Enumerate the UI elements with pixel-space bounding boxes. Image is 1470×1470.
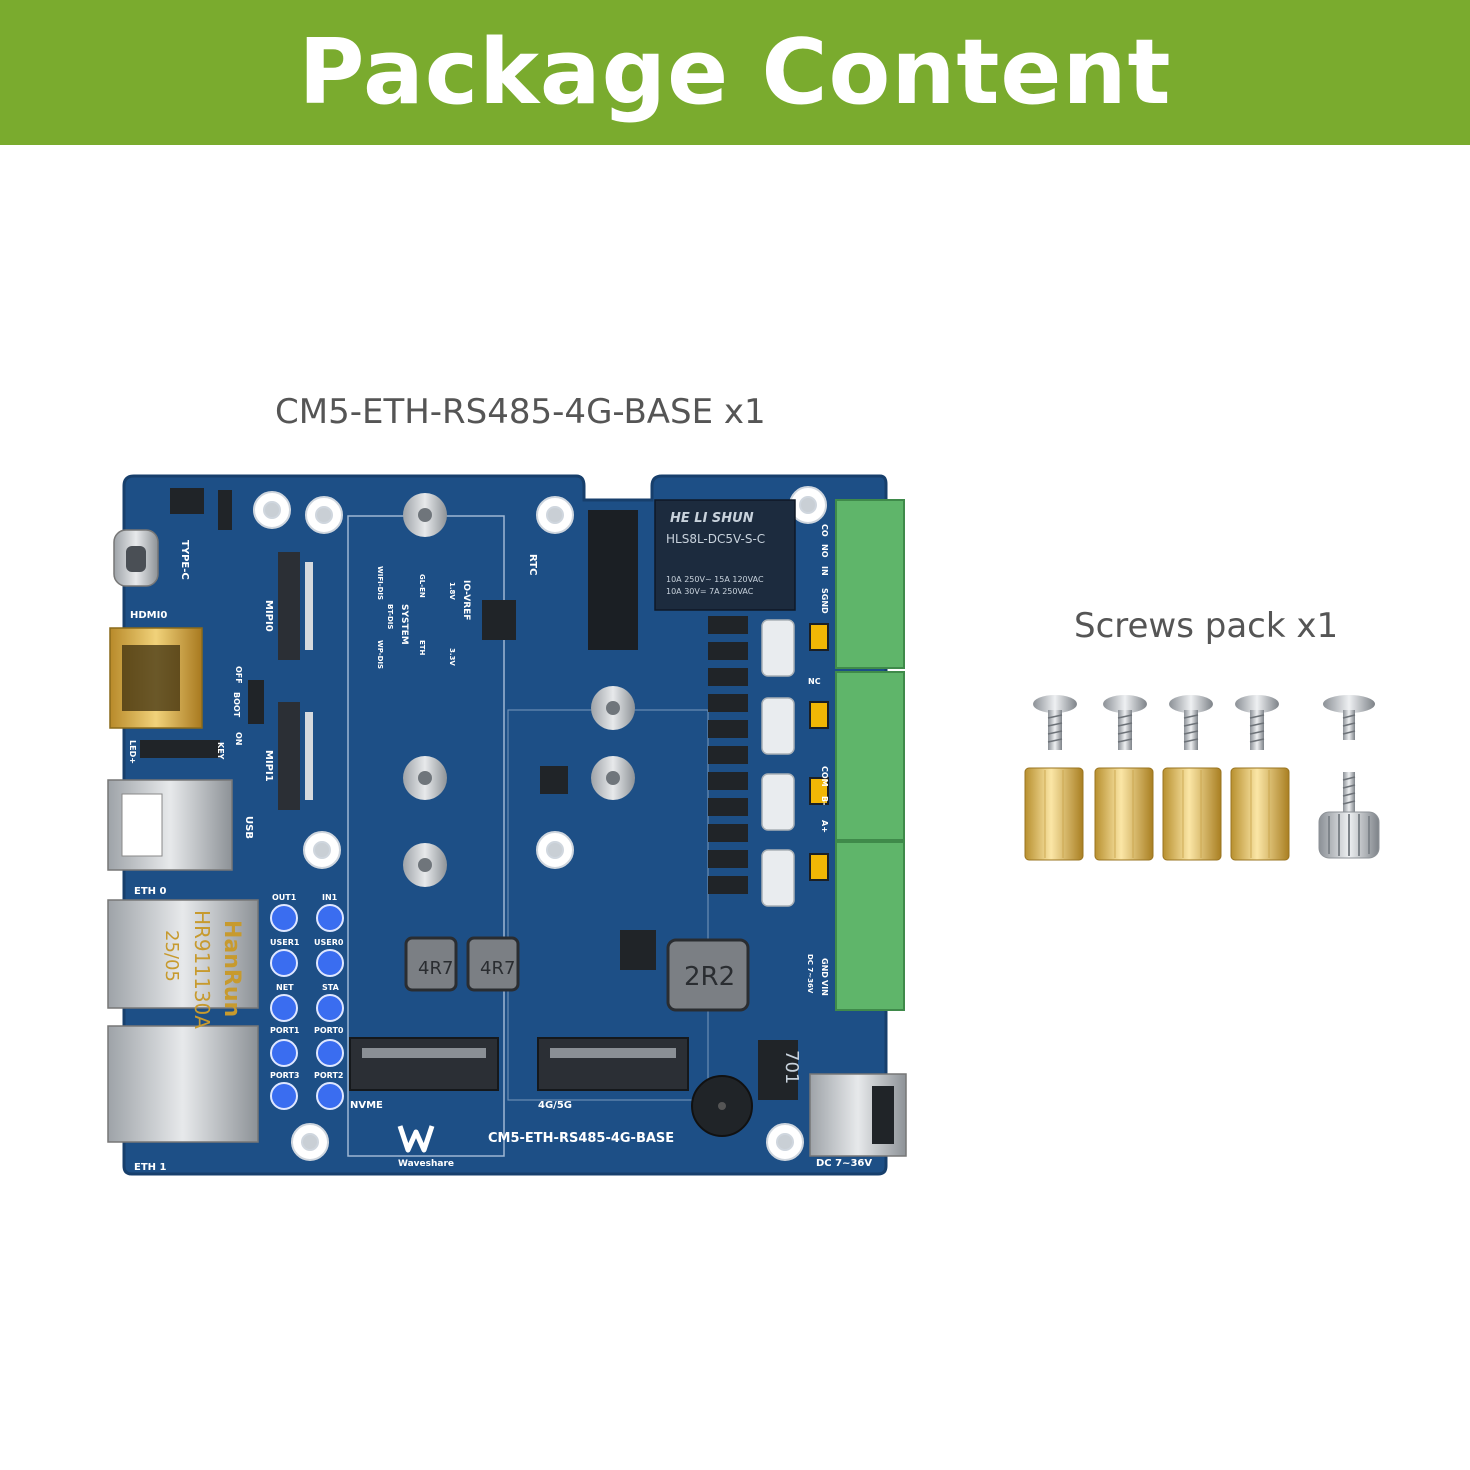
- brass-standoff-1: [1024, 767, 1084, 861]
- silk-mipi0: MIPI0: [263, 600, 274, 632]
- silk-com: COM: [820, 766, 829, 787]
- silk-nc: NC: [808, 677, 821, 686]
- silk-usb: USB: [243, 816, 254, 839]
- silk-sgnd: SGND: [820, 588, 829, 614]
- silk-port2: PORT2: [314, 1071, 344, 1080]
- silk-type-c: TYPE-C: [179, 540, 190, 580]
- silk-dc: DC 7~36V: [816, 1158, 872, 1169]
- board-item-label: CM5-ETH-RS485-4G-BASE x1: [275, 392, 766, 432]
- silk-out1: OUT1: [272, 893, 297, 902]
- status-leds: [270, 904, 344, 1110]
- screw-4: [1235, 695, 1279, 750]
- silk-rtc: RTC: [527, 554, 538, 575]
- screws-image: [1015, 688, 1395, 868]
- eth-jack-model: HR911130A: [190, 910, 214, 1029]
- silk-port1: PORT1: [270, 1026, 300, 1035]
- inductor-4-label: 701: [781, 1050, 802, 1084]
- silk-boot: BOOT: [232, 692, 241, 718]
- silk-co: CO: [820, 524, 829, 537]
- silk-4g5g: 4G/5G: [538, 1100, 572, 1111]
- silk-wifi-dis: WIFI-DIS: [376, 566, 384, 600]
- silk-vin: VIN: [820, 980, 829, 996]
- standoffs: [403, 493, 635, 887]
- silk-3v3: 3.3V: [448, 648, 456, 666]
- silk-b-minus: B-: [820, 796, 829, 805]
- brand-name: Waveshare: [398, 1159, 454, 1169]
- silk-off: OFF: [234, 666, 243, 684]
- eth1-jack: [107, 1025, 259, 1143]
- page-title: Package Content: [298, 20, 1172, 125]
- eth-jack-date: 25/05: [161, 930, 182, 982]
- screws-item-label: Screws pack x1: [1074, 606, 1339, 646]
- silk-gl-en: GL-EN: [418, 574, 426, 598]
- m2-nvme-slot: [349, 1037, 499, 1091]
- silk-sta: STA: [322, 983, 340, 992]
- waveshare-logo-icon: [397, 1125, 435, 1153]
- inductor-1: [404, 936, 458, 992]
- relay-rating-2: 10A 30V= 7A 250VAC: [666, 587, 754, 596]
- silk-net: NET: [276, 983, 294, 992]
- inductor-2-label: 4R7: [480, 958, 515, 979]
- silk-port0: PORT0: [314, 1026, 344, 1035]
- silk-mipi1: MIPI1: [263, 750, 274, 782]
- silk-io-vref: IO-VREF: [461, 580, 471, 620]
- silk-1v8: 1.8V: [448, 582, 456, 600]
- screw-2: [1103, 695, 1147, 750]
- silk-wp-dis: WP-DIS: [376, 640, 384, 669]
- protection-chips: [708, 616, 748, 894]
- board-image: HanRun HR911130A 25/05 HE LI SHUN HLS8L-…: [100, 470, 920, 1180]
- silk-bt-dis: BT-DIS: [386, 604, 394, 629]
- gdt-tubes: [761, 619, 795, 907]
- silk-no: NO: [820, 544, 829, 558]
- silk-dc-range: DC 7~36V: [806, 954, 814, 994]
- eth0-jack: [107, 899, 259, 1009]
- inductor-1-label: 4R7: [418, 958, 453, 979]
- mipi-connectors: [278, 552, 313, 810]
- mounting-holes: [253, 486, 827, 1161]
- brass-standoff-4: [1230, 767, 1290, 861]
- small-components: [140, 488, 656, 970]
- jumpers: [809, 623, 829, 881]
- silk-user0: USER0: [314, 938, 344, 947]
- silk-user1: USER1: [270, 938, 300, 947]
- eth-jack-brand: HanRun: [219, 920, 244, 1017]
- relay-rating-1: 10A 250V~ 15A 120VAC: [666, 575, 764, 584]
- silk-eth0: ETH 0: [134, 886, 167, 897]
- silk-eth: ETH: [418, 640, 426, 656]
- silk-system: SYSTEM: [399, 604, 409, 645]
- brass-standoff-3: [1162, 767, 1222, 861]
- silk-hdmi: HDMI0: [130, 610, 167, 621]
- inductor-2: [466, 936, 520, 992]
- silk-port3: PORT3: [270, 1071, 300, 1080]
- relay-brand: HE LI SHUN: [670, 511, 754, 526]
- inductor-3-label: 2R2: [684, 962, 735, 992]
- screw-3: [1169, 695, 1213, 750]
- relay-model: HLS8L-DC5V-S-C: [666, 532, 765, 546]
- silk-nvme: NVME: [350, 1100, 383, 1111]
- silk-in1: IN1: [322, 893, 338, 902]
- thumb-screw: [1318, 772, 1380, 859]
- inductor-4: [758, 1040, 798, 1100]
- silk-led: LED+: [128, 740, 137, 764]
- m2-4g-slot: [537, 1037, 689, 1091]
- board-illustration: HanRun HR911130A 25/05 HE LI SHUN HLS8L-…: [107, 474, 907, 1176]
- brass-standoff-2: [1094, 767, 1154, 861]
- silk-in: IN: [820, 566, 829, 576]
- silk-eth1: ETH 1: [134, 1162, 167, 1173]
- inductor-3: [666, 938, 750, 1012]
- screws-illustration: [1024, 695, 1380, 861]
- silk-a-plus: A+: [820, 820, 829, 833]
- silk-on: ON: [234, 732, 243, 746]
- silk-key: KEY: [216, 742, 225, 760]
- relay-black-block: [588, 510, 638, 650]
- title-banner: Package Content: [0, 0, 1470, 145]
- relay: [654, 499, 796, 611]
- silk-gnd: GND: [820, 958, 829, 978]
- board-silk-name: CM5-ETH-RS485-4G-BASE: [488, 1131, 674, 1146]
- terminal-blocks: [835, 499, 905, 1011]
- screw-1: [1033, 695, 1077, 750]
- screw-5: [1323, 695, 1375, 740]
